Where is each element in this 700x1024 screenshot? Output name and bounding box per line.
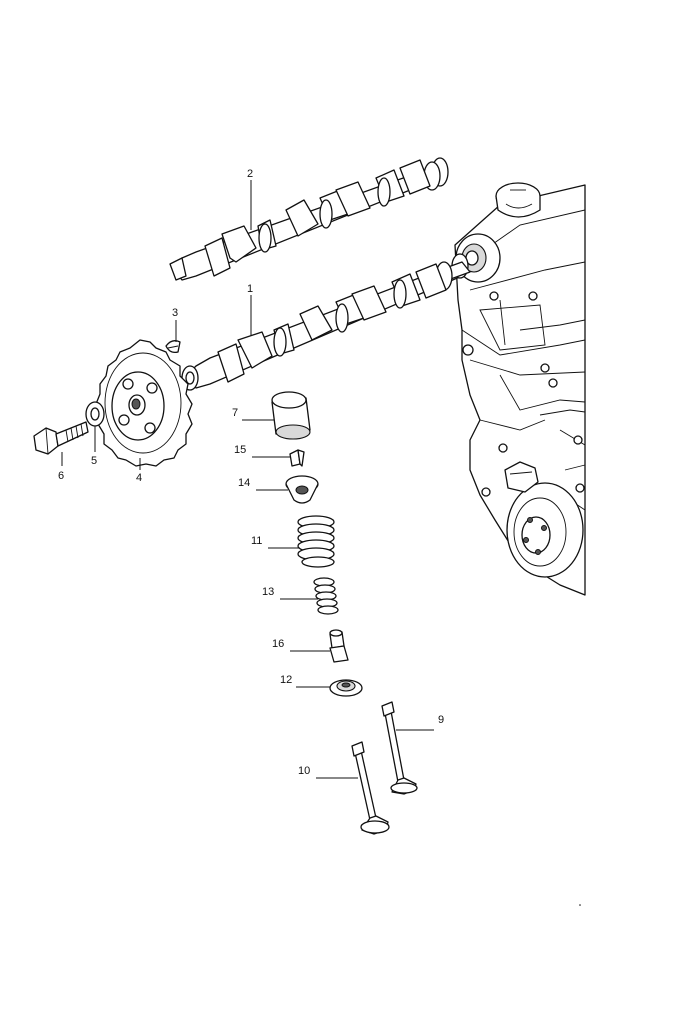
camshaft-exhaust [169,157,449,281]
spring-seat [329,679,363,697]
intake-valve [351,741,390,835]
scan-dot [579,904,581,906]
callout-numbers: 2 1 3 4 5 6 7 15 14 11 13 16 12 9 10 [58,168,444,777]
exhaust-valve [381,701,418,795]
callout-5: 5 [91,455,97,467]
outer-valve-spring [297,515,335,568]
valve-collets [289,449,305,467]
callout-15: 15 [234,444,246,456]
callout-4: 4 [136,472,142,484]
callout-6: 6 [58,470,64,482]
engine-block [454,182,586,596]
camshaft-intake [181,253,471,391]
spring-retainer [285,475,319,504]
callout-13: 13 [262,586,274,598]
callout-11: 11 [251,535,262,547]
callout-14: 14 [238,477,250,489]
washer [85,401,105,427]
callout-16: 16 [272,638,284,650]
bucket-tappet [271,391,311,440]
callout-1: 1 [247,283,253,295]
leader-lines [61,180,434,779]
callout-10: 10 [298,765,310,777]
callout-9: 9 [438,714,444,726]
woodruff-key [165,340,181,354]
callout-2: 2 [247,168,253,180]
inner-valve-spring [313,577,339,615]
sprocket-bolt [33,421,89,455]
timing-sprocket [95,339,193,467]
callout-3: 3 [172,307,178,319]
callout-12: 12 [280,674,292,686]
callout-7: 7 [232,407,238,419]
valve-stem-seal [329,629,349,663]
